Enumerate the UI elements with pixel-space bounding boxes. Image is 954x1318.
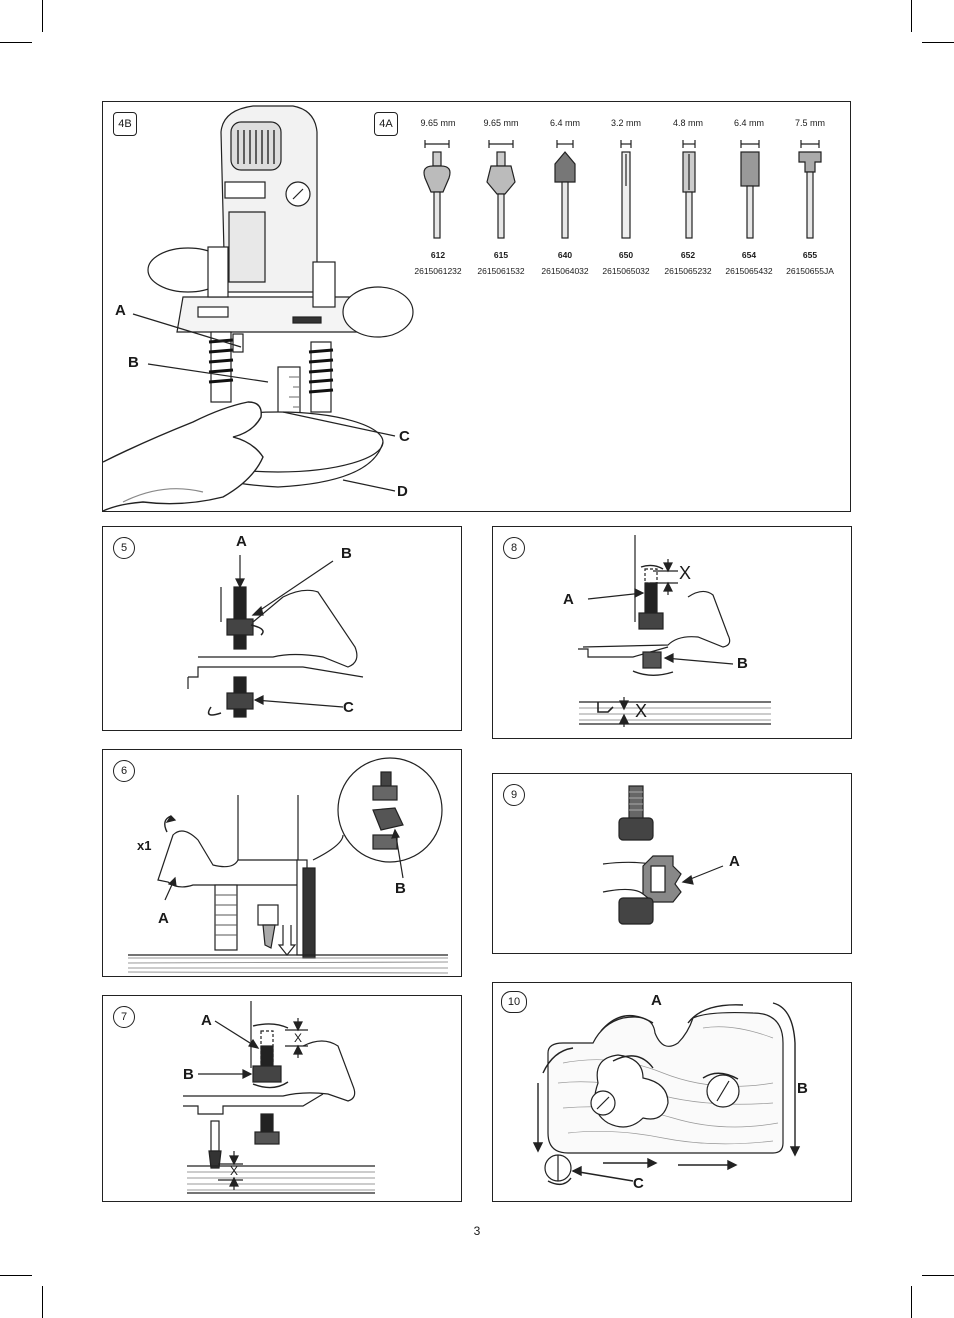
figure-4b-badge: 4B <box>113 112 137 136</box>
figure-5-panel: 5 A B C <box>102 526 462 731</box>
figure-4-panel: 4B 4A A B C D 9.65 mm 9.65 mm 6.4 mm 3.2… <box>102 101 851 512</box>
figure-9-badge: 9 <box>503 784 525 806</box>
crop-mark <box>911 0 912 32</box>
bit-part-number: 2615061532 <box>477 266 525 276</box>
crop-mark <box>911 1286 912 1318</box>
routing-direction-illustration <box>532 1002 801 1186</box>
figure-10-panel: 10 A B C <box>492 982 852 1202</box>
bit-size-label: 3.2 mm <box>610 118 641 128</box>
callout-a: A <box>158 910 169 927</box>
dimension-x: X <box>294 1031 303 1045</box>
callout-a: A <box>115 302 126 319</box>
bit-part-number: 2615061232 <box>414 266 462 276</box>
bit-model-label: 640 <box>557 250 573 260</box>
bit-size-label: 4.8 mm <box>672 118 703 128</box>
bit-655-illustration <box>798 140 822 239</box>
repeat-label: x1 <box>137 838 152 853</box>
bit-652-illustration <box>682 140 696 239</box>
bit-part-number: 2615065432 <box>725 266 773 276</box>
callout-b: B <box>183 1066 194 1083</box>
bit-615-illustration <box>486 140 516 239</box>
callout-b: B <box>797 1080 808 1097</box>
crop-mark <box>0 42 32 43</box>
callout-b: B <box>395 880 406 897</box>
figure-6-panel: 6 x1 A B <box>102 749 462 977</box>
bit-model-label: 654 <box>741 250 757 260</box>
figure-7-badge: 7 <box>113 1006 135 1028</box>
depth-stop-illustration <box>187 555 364 718</box>
callout-d: D <box>397 483 408 500</box>
callout-b: B <box>341 545 352 562</box>
dimension-x: X <box>635 701 648 721</box>
figure-8-panel: 8 A B X X <box>492 526 852 739</box>
figure-7-panel: 7 A B X X <box>102 995 462 1202</box>
callout-a: A <box>201 1012 212 1029</box>
router-illustration <box>103 105 822 511</box>
fine-adjust-illustration <box>183 1001 375 1194</box>
callout-c: C <box>399 428 410 445</box>
callout-b: B <box>737 655 748 672</box>
callout-c: C <box>343 699 354 716</box>
crop-mark <box>922 42 954 43</box>
bit-part-number: 2615065032 <box>602 266 650 276</box>
bit-model-label: 615 <box>493 250 509 260</box>
bit-model-label: 652 <box>680 250 696 260</box>
stop-block-illustration <box>602 785 724 925</box>
figure-9-panel: 9 A <box>492 773 852 954</box>
bit-654-illustration <box>740 140 760 239</box>
page-number: 3 <box>473 1224 481 1238</box>
bit-model-label: 655 <box>802 250 818 260</box>
bit-640-illustration <box>554 140 576 239</box>
figure-5-badge: 5 <box>113 537 135 559</box>
bit-model-label: 612 <box>430 250 446 260</box>
callout-a: A <box>651 992 662 1009</box>
figure-6-badge: 6 <box>113 760 135 782</box>
callout-a: A <box>563 591 574 608</box>
figure-4a-badge: 4A <box>374 112 398 136</box>
dimension-x: X <box>230 1164 239 1178</box>
callout-c: C <box>633 1175 644 1192</box>
callout-a: A <box>236 533 247 550</box>
bit-size-label: 7.5 mm <box>794 118 825 128</box>
bit-part-number: 2615065232 <box>664 266 712 276</box>
crop-mark <box>42 0 43 32</box>
bit-part-number: 26150655JA <box>786 266 834 276</box>
bit-model-label: 650 <box>618 250 634 260</box>
dimension-x: X <box>679 563 692 583</box>
bit-size-label: 9.65 mm <box>483 118 519 128</box>
figure-8-badge: 8 <box>503 537 525 559</box>
crop-mark <box>922 1275 954 1276</box>
crop-mark <box>42 1286 43 1318</box>
bit-size-label: 6.4 mm <box>733 118 764 128</box>
bit-612-illustration <box>423 140 451 239</box>
bit-part-number: 2615064032 <box>541 266 589 276</box>
callout-a: A <box>729 853 740 870</box>
bit-650-illustration <box>620 140 632 239</box>
turret-stop-illustration <box>127 757 449 974</box>
depth-setting-illustration <box>578 535 771 727</box>
crop-mark <box>0 1275 32 1276</box>
figure-10-badge: 10 <box>501 991 527 1013</box>
bit-size-label: 9.65 mm <box>420 118 456 128</box>
callout-b: B <box>128 354 139 371</box>
bit-size-label: 6.4 mm <box>549 118 580 128</box>
